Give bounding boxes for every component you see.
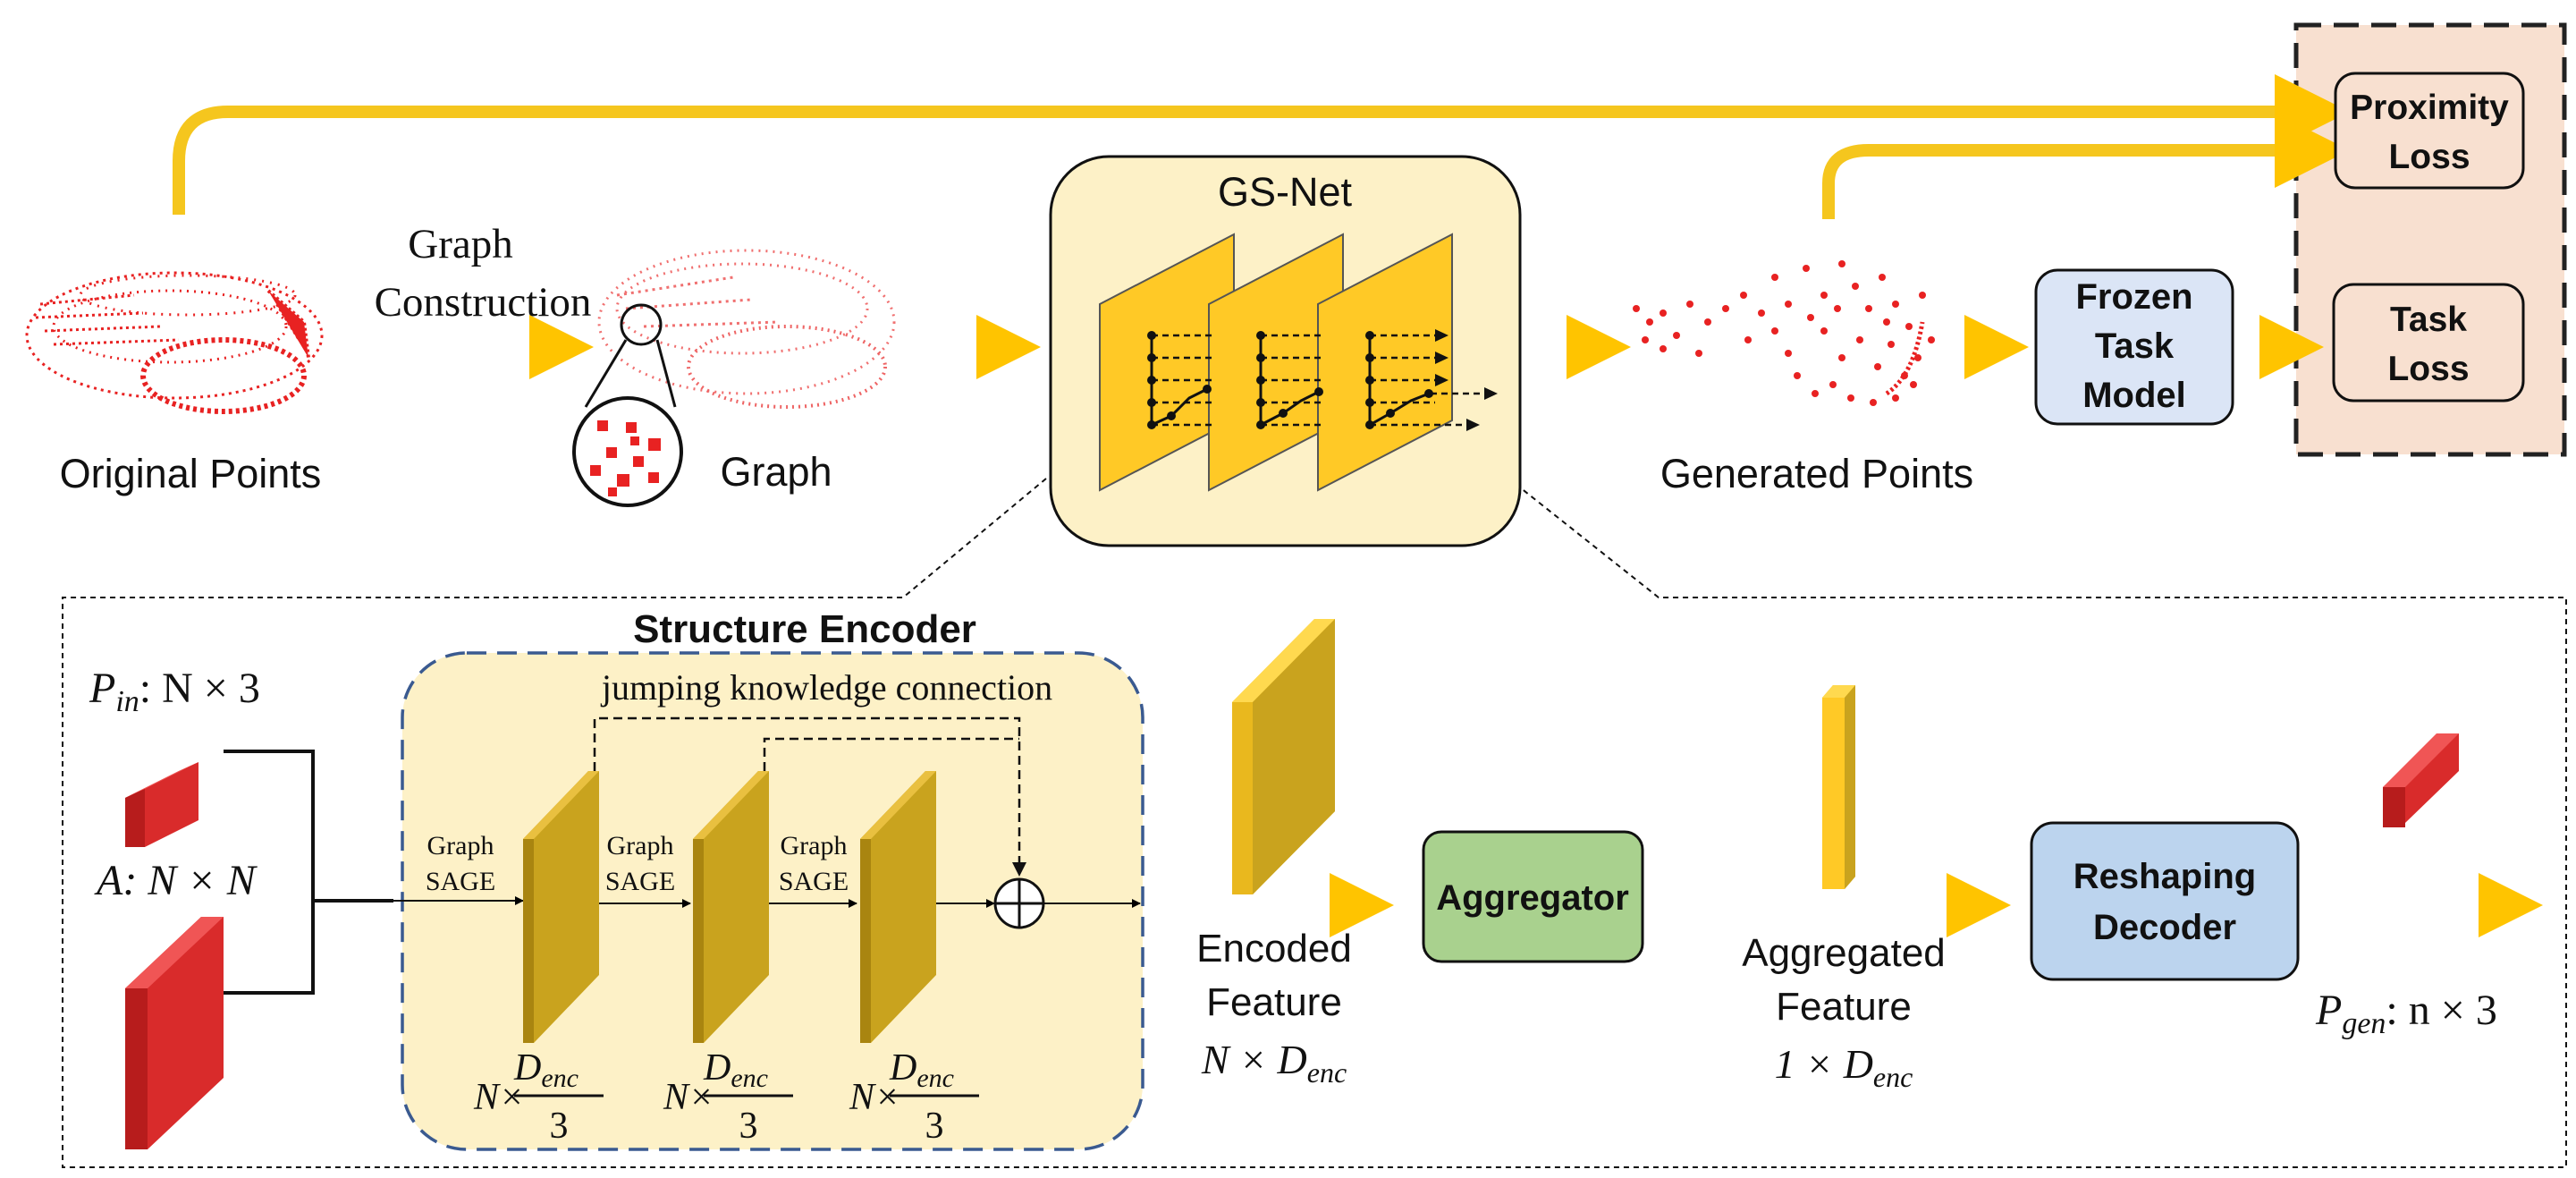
sage-label-2b: SAGE [605, 867, 675, 896]
p-in-block [125, 762, 198, 847]
encoder-layer-2 [693, 771, 769, 1043]
svg-text:3: 3 [739, 1106, 758, 1147]
proximity-label-1: Proximity [2350, 89, 2509, 127]
graph-label: Graph [720, 449, 832, 495]
aggregator-box [1422, 830, 1644, 963]
reshaping-label-2: Decoder [2093, 908, 2236, 947]
original-points-label: Original Points [60, 451, 322, 496]
structure-encoder-title: Structure Encoder [633, 607, 976, 651]
encoder-layer-3 [860, 771, 936, 1043]
dim-fraction-3: N× Denc 3 [849, 1047, 979, 1147]
encoded-label-1: Encoded [1196, 927, 1352, 970]
input-merge-lines [224, 750, 393, 995]
detail-panel-outline [62, 478, 2567, 1168]
encoded-feature-block [1232, 619, 1335, 894]
frozen-label-3: Model [2082, 376, 2186, 415]
svg-text:Denc: Denc [889, 1047, 954, 1093]
concat-symbol [993, 877, 1045, 929]
dim-fraction-1: N× Denc 3 [473, 1047, 604, 1147]
proximity-loss-box [2334, 72, 2525, 190]
jk-label: jumping knowledge connection [600, 667, 1052, 708]
aggregated-label-1: Aggregated [1742, 931, 1946, 975]
aggregator-label: Aggregator [1436, 878, 1629, 918]
svg-text:3: 3 [925, 1106, 944, 1147]
encoded-dims: N × Denc [1201, 1037, 1347, 1089]
sage-label-1b: SAGE [426, 867, 495, 896]
frozen-label-1: Frozen [2075, 277, 2192, 317]
gsnet-title: GS-Net [1218, 169, 1353, 215]
svg-text:Denc: Denc [703, 1047, 768, 1093]
aggregated-dims: 1 × Denc [1775, 1041, 1913, 1093]
reshaping-label-1: Reshaping [2073, 857, 2256, 896]
graph-cloud [572, 249, 896, 507]
svg-text:3: 3 [550, 1106, 569, 1147]
sage-label-3a: Graph [781, 831, 848, 860]
adjacency-label: A: N × N [94, 857, 258, 904]
svg-text:N×: N× [849, 1077, 899, 1118]
frozen-task-model-box [2034, 268, 2234, 426]
dim-fraction-2: N× Denc 3 [663, 1047, 793, 1147]
sage-label-2a: Graph [607, 831, 674, 860]
generated-points-label: Generated Points [1660, 451, 1973, 496]
encoder-layer-1 [523, 771, 599, 1043]
gsnet-layers [1099, 233, 1498, 492]
sage-label-1a: Graph [427, 831, 494, 860]
frozen-label-2: Task [2095, 326, 2175, 366]
skip-arrow-generated-to-proximity [1822, 113, 2350, 219]
skip-arrow-original-to-proximity [173, 74, 2350, 215]
task-loss-box [2332, 283, 2525, 403]
p-in-label: Pin: N × 3 [89, 665, 260, 718]
graph-magnifier [572, 396, 683, 507]
original-points-cloud [25, 271, 324, 414]
adjacency-block [125, 917, 224, 1149]
jk-line-1 [593, 716, 1021, 872]
task-loss-label-2: Loss [2387, 350, 2469, 388]
p-gen-block [2383, 733, 2459, 827]
generated-points-cloud [1633, 260, 1935, 406]
task-loss-label-1: Task [2390, 301, 2467, 339]
sage-label-3b: SAGE [779, 867, 849, 896]
proximity-label-2: Loss [2388, 138, 2470, 176]
svg-text:N×: N× [663, 1077, 714, 1118]
reshaping-decoder-box [2030, 821, 2300, 981]
svg-text:N×: N× [473, 1077, 524, 1118]
jk-line-2 [763, 737, 1019, 771]
aggregated-feature-block [1822, 685, 1855, 889]
graph-construction-label-2: Construction [375, 279, 592, 326]
encoded-label-2: Feature [1206, 980, 1342, 1024]
aggregated-label-2: Feature [1776, 985, 1912, 1029]
graph-construction-label-1: Graph [408, 221, 512, 267]
p-gen-label: Pgen: n × 3 [2315, 987, 2497, 1040]
svg-text:Denc: Denc [513, 1047, 579, 1093]
